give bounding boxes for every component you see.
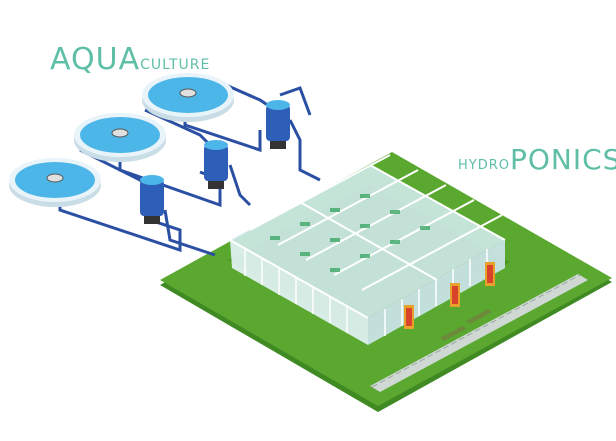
pump-icon xyxy=(140,175,164,224)
tank-icon xyxy=(9,158,101,207)
planter-box xyxy=(440,309,492,341)
greenhouse-icon xyxy=(228,154,510,345)
aquaculture-label-big: AQUA xyxy=(50,42,141,77)
hydroponics-label-big: PONICS xyxy=(510,143,616,176)
hydroponics-label: HYDROPONICS xyxy=(458,143,616,176)
aquaculture-label: AQUACULTURE xyxy=(50,42,210,77)
pump-icon xyxy=(204,140,228,189)
hydroponics-label-small: HYDRO xyxy=(458,158,510,173)
aquaculture-label-small: CULTURE xyxy=(140,57,211,73)
tank-icon xyxy=(142,73,234,122)
tank-icon xyxy=(74,113,166,162)
paving-path xyxy=(370,274,588,392)
pump-icon xyxy=(266,100,290,149)
